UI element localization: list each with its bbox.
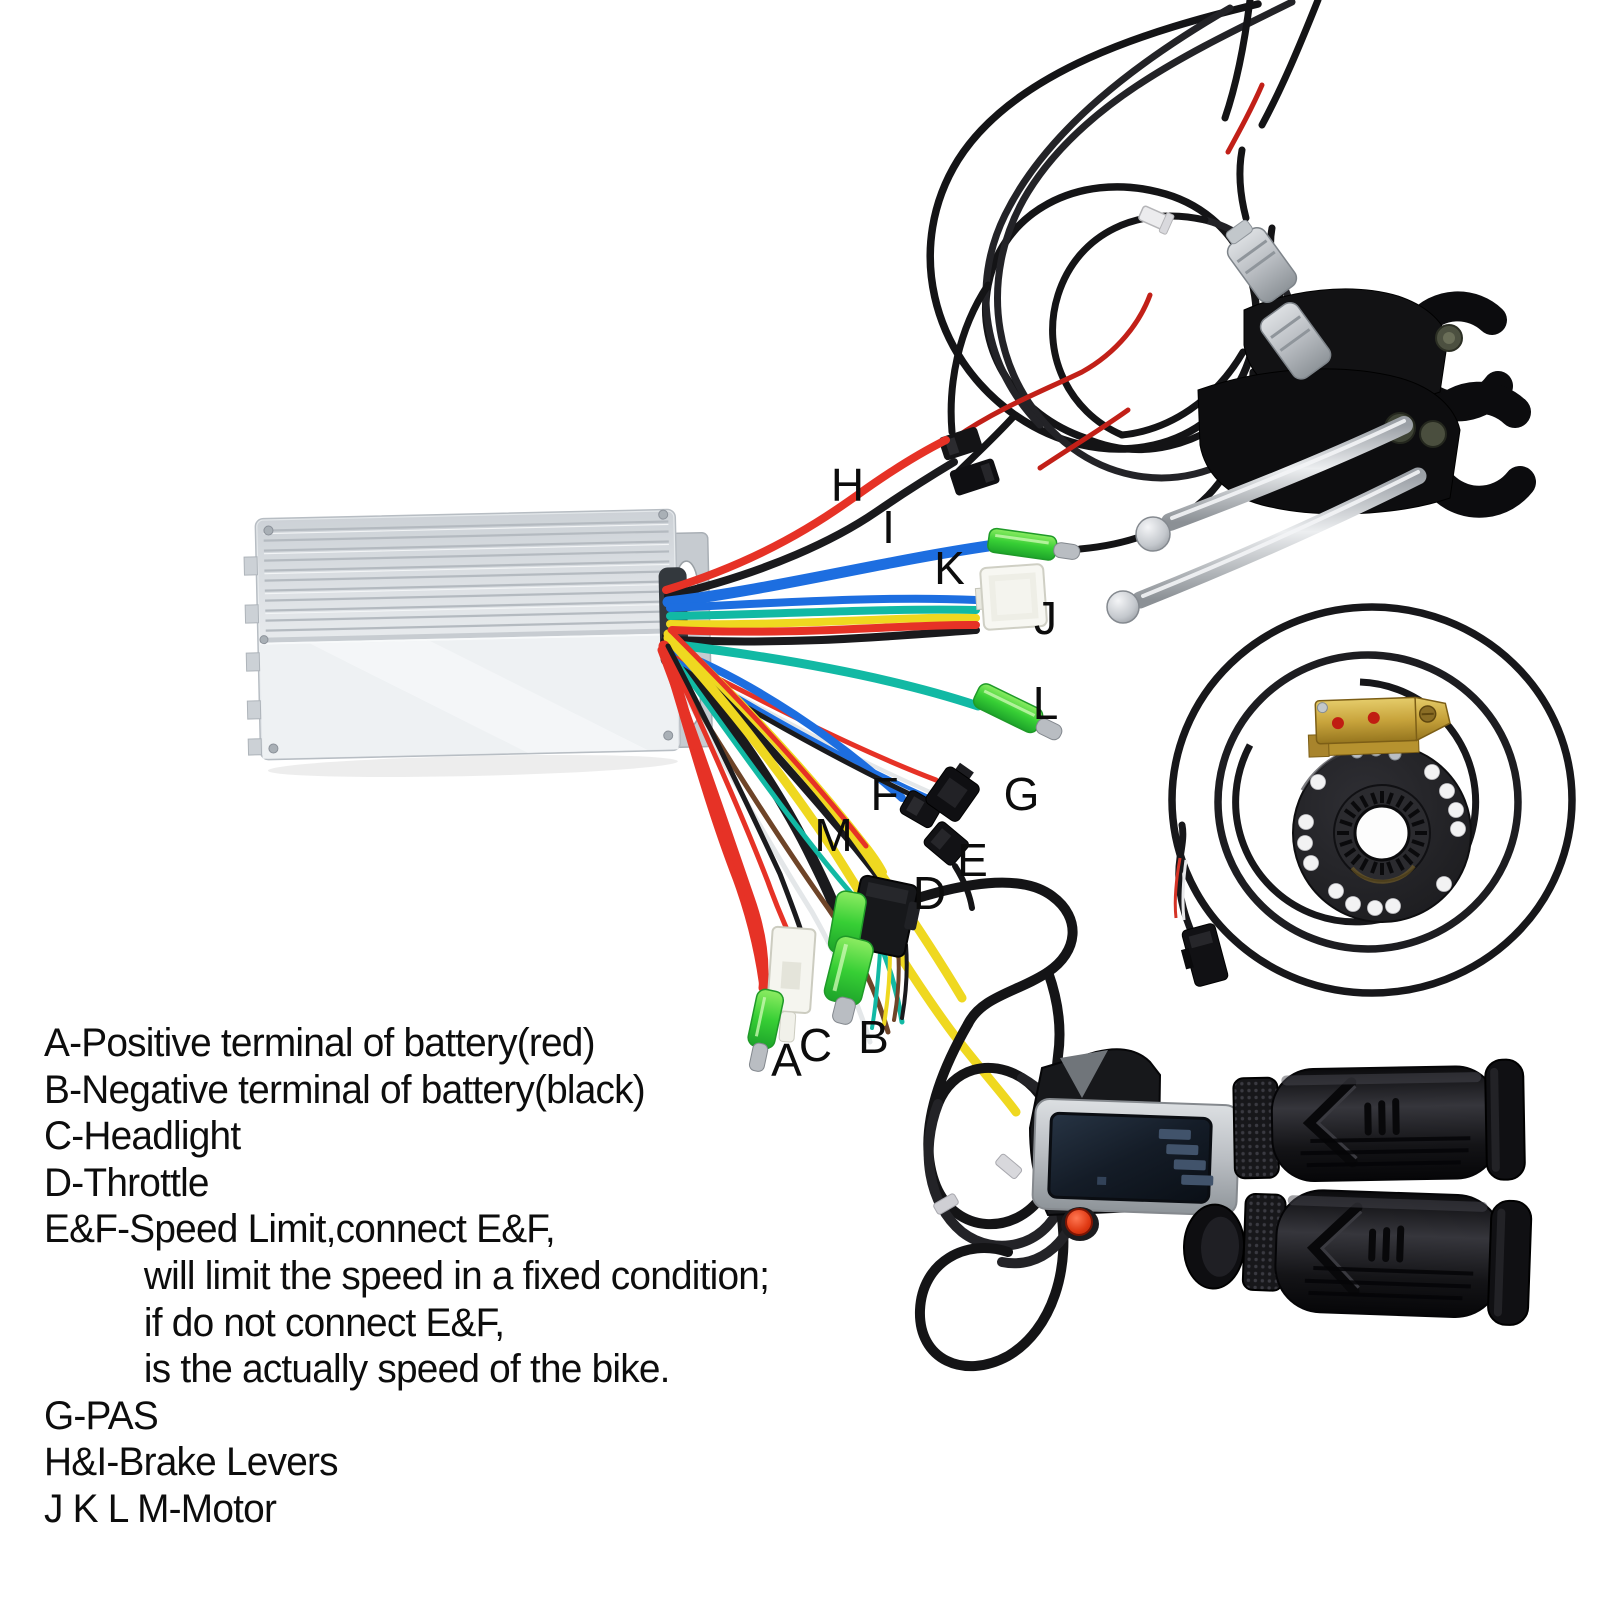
- pas-magnets: [1297, 764, 1466, 916]
- brake-lever-blade: [1131, 467, 1427, 609]
- legend-line: E&F-Speed Limit,connect E&F,: [44, 1207, 556, 1252]
- legend: A-Positive terminal of battery(red) B-Ne…: [44, 1020, 770, 1533]
- wire-label-D: D: [912, 867, 946, 919]
- connector-D-block: [847, 874, 921, 958]
- inline-connector: [949, 458, 1000, 496]
- connector-J-block: [974, 563, 1048, 631]
- pas-gear-teeth: [1337, 791, 1427, 875]
- brake-red-wire: [952, 292, 1153, 441]
- connector-L-bullet: [972, 683, 1063, 741]
- wire-label-E: E: [957, 834, 988, 886]
- lever-ball-end: [1106, 590, 1140, 624]
- cable-adjuster-barrel: [1225, 219, 1298, 304]
- controller-heatsink-fins: [257, 511, 676, 640]
- throttle-assembly: [1028, 1048, 1533, 1326]
- connector-K-bullet: [987, 527, 1081, 561]
- connector-B-bullet: [823, 935, 874, 1025]
- connector-E-plug: [923, 821, 969, 866]
- zip-tie: [933, 1193, 959, 1215]
- legend-line: G-PAS: [44, 1393, 159, 1438]
- legend-line: C-Headlight: [44, 1114, 241, 1159]
- wire-label-L: L: [1032, 677, 1059, 729]
- pas-center-hole: [1353, 804, 1411, 862]
- wire-label-K: K: [934, 542, 965, 594]
- wire-label-F: F: [870, 768, 898, 820]
- connector-C-molex: [766, 925, 817, 1043]
- legend-line: A-Positive terminal of battery(red): [44, 1021, 596, 1065]
- connector-A-bullet: [747, 988, 785, 1072]
- wire-label-M: M: [814, 809, 852, 861]
- legend-line: will limit the speed in a fixed conditio…: [143, 1253, 770, 1298]
- wire-label-B: B: [858, 1011, 889, 1063]
- legend-line: B-Negative terminal of battery(black): [44, 1067, 646, 1112]
- pas-connector-plug: [1180, 923, 1229, 987]
- legend-line: is the actually speed of the bike.: [143, 1347, 671, 1392]
- wire-label-J: J: [1034, 592, 1057, 644]
- brake-lever-blade: [1161, 416, 1413, 531]
- connector-G-plug: [925, 762, 980, 822]
- controller-side-tabs: [243, 556, 263, 756]
- battery-indicator-icon: [1097, 1128, 1214, 1186]
- wire-label-G: G: [1003, 768, 1040, 820]
- lever-bolt: [1419, 420, 1447, 448]
- power-button: [1065, 1208, 1093, 1236]
- wire-label-A: A: [771, 1034, 802, 1086]
- zip-tie: [995, 1153, 1023, 1179]
- connectors: [747, 527, 1081, 1072]
- legend-line: D-Throttle: [44, 1160, 210, 1205]
- lcd-screen: [1047, 1111, 1213, 1204]
- legend-line: H&I-Brake Levers: [44, 1440, 339, 1485]
- wire-label-C: C: [798, 1019, 832, 1071]
- inline-connector: [938, 427, 983, 461]
- pas-sensor-bracket: [1307, 696, 1451, 758]
- lever-ball-end: [1135, 516, 1171, 552]
- motor-controller-box: [243, 508, 714, 777]
- pas-sensor: [1168, 603, 1576, 997]
- legend-line: J K L M-Motor: [44, 1486, 277, 1531]
- handlebar-grip: [1183, 1189, 1533, 1326]
- legend-line: if do not connect E&F,: [143, 1300, 505, 1345]
- screw-heads: [259, 509, 674, 754]
- zip-tie: [1138, 205, 1175, 235]
- throttle-grip: [1232, 1058, 1526, 1182]
- wire-label-H: H: [830, 459, 864, 511]
- brake-lever-assembly: [1106, 146, 1536, 624]
- wire-label-I: I: [882, 501, 895, 553]
- cable-adjuster-barrel: [1259, 301, 1332, 380]
